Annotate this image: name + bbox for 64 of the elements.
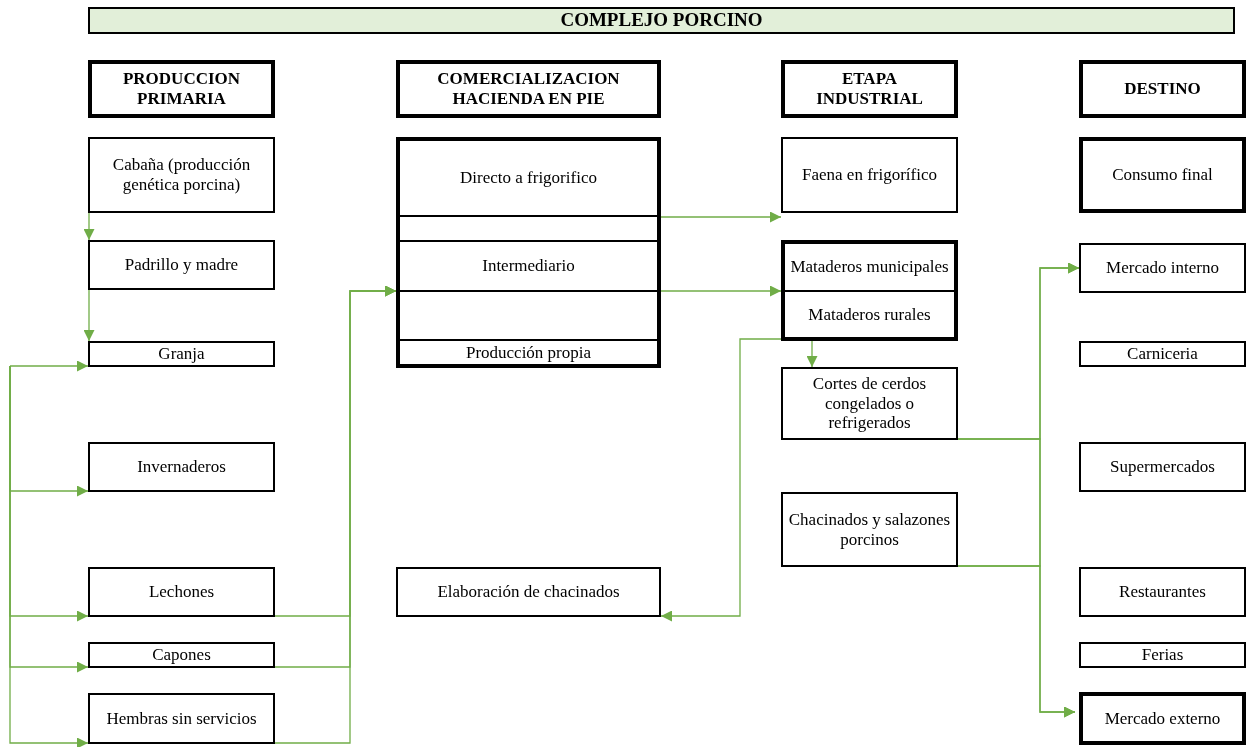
process-box [88,137,275,213]
box-label: Capones [151,645,212,665]
table-box [396,137,661,368]
box-label: Carniceria [1126,344,1199,364]
box-label: Cabaña (producción genética porcina) [111,155,252,195]
box-label: ETAPA INDUSTRIAL [815,69,924,109]
arrow [9,360,89,372]
box-label: Faena en frigorífico [801,165,938,185]
box-label: Granja [157,344,206,364]
box-label: PRODUCCION PRIMARIA [121,69,242,109]
process-box [88,442,275,492]
box-label: Mataderos rurales [807,304,932,325]
arrow [9,365,89,747]
box-label: Producción propia [464,342,593,363]
process-box [88,642,275,668]
column-header [781,60,958,118]
process-box [88,240,275,290]
arrow [274,285,397,744]
box-label: Supermercados [1109,457,1216,477]
box-label: Lechones [147,582,216,602]
process-box [1079,137,1246,213]
process-box [1079,567,1246,617]
box-label: COMERCIALIZACION HACIENDA EN PIE [436,69,621,109]
box-label: Padrillo y madre [123,255,240,275]
process-box [88,693,275,744]
arrow [806,340,818,368]
table-box [781,240,958,341]
box-label: Mercado interno [1105,258,1220,278]
box-label: Chacinados y salazones porcinos [787,509,952,550]
process-box [1079,642,1246,668]
process-box [1079,692,1246,745]
box-label: Directo a frigorifico [459,168,598,188]
box-label: Invernaderos [136,457,227,477]
process-box [781,137,958,213]
arrow [660,338,782,622]
table-row [400,339,657,364]
box-label: Restaurantes [1118,582,1207,602]
box-label: Elaboración de chacinados [436,582,621,602]
process-box [781,492,958,567]
arrow [83,212,95,241]
process-box [88,567,275,617]
column-header [88,60,275,118]
box-label: DESTINO [1123,79,1202,99]
arrow [83,289,95,342]
process-box [1079,341,1246,367]
process-box [1079,442,1246,492]
arrow [660,211,782,223]
title-banner: COMPLEJO PORCINO [88,7,1235,34]
column-header [396,60,661,118]
box-label: Ferias [1140,645,1185,665]
box-label: Consumo final [1111,165,1214,185]
table-row [400,240,657,292]
process-box [396,567,661,617]
process-box [781,367,958,440]
box-label: Hembras sin servicios [105,708,258,729]
arrow [957,565,1076,718]
column-header [1079,60,1246,118]
box-label: Mataderos municipales [789,257,950,277]
process-box [1079,243,1246,293]
box-label: Mercado externo [1103,708,1222,729]
box-label: Cortes de cerdos congelados o refrigerados [811,374,928,433]
box-label: Intermediario [481,256,576,276]
process-box [88,341,275,367]
arrow [660,285,782,297]
